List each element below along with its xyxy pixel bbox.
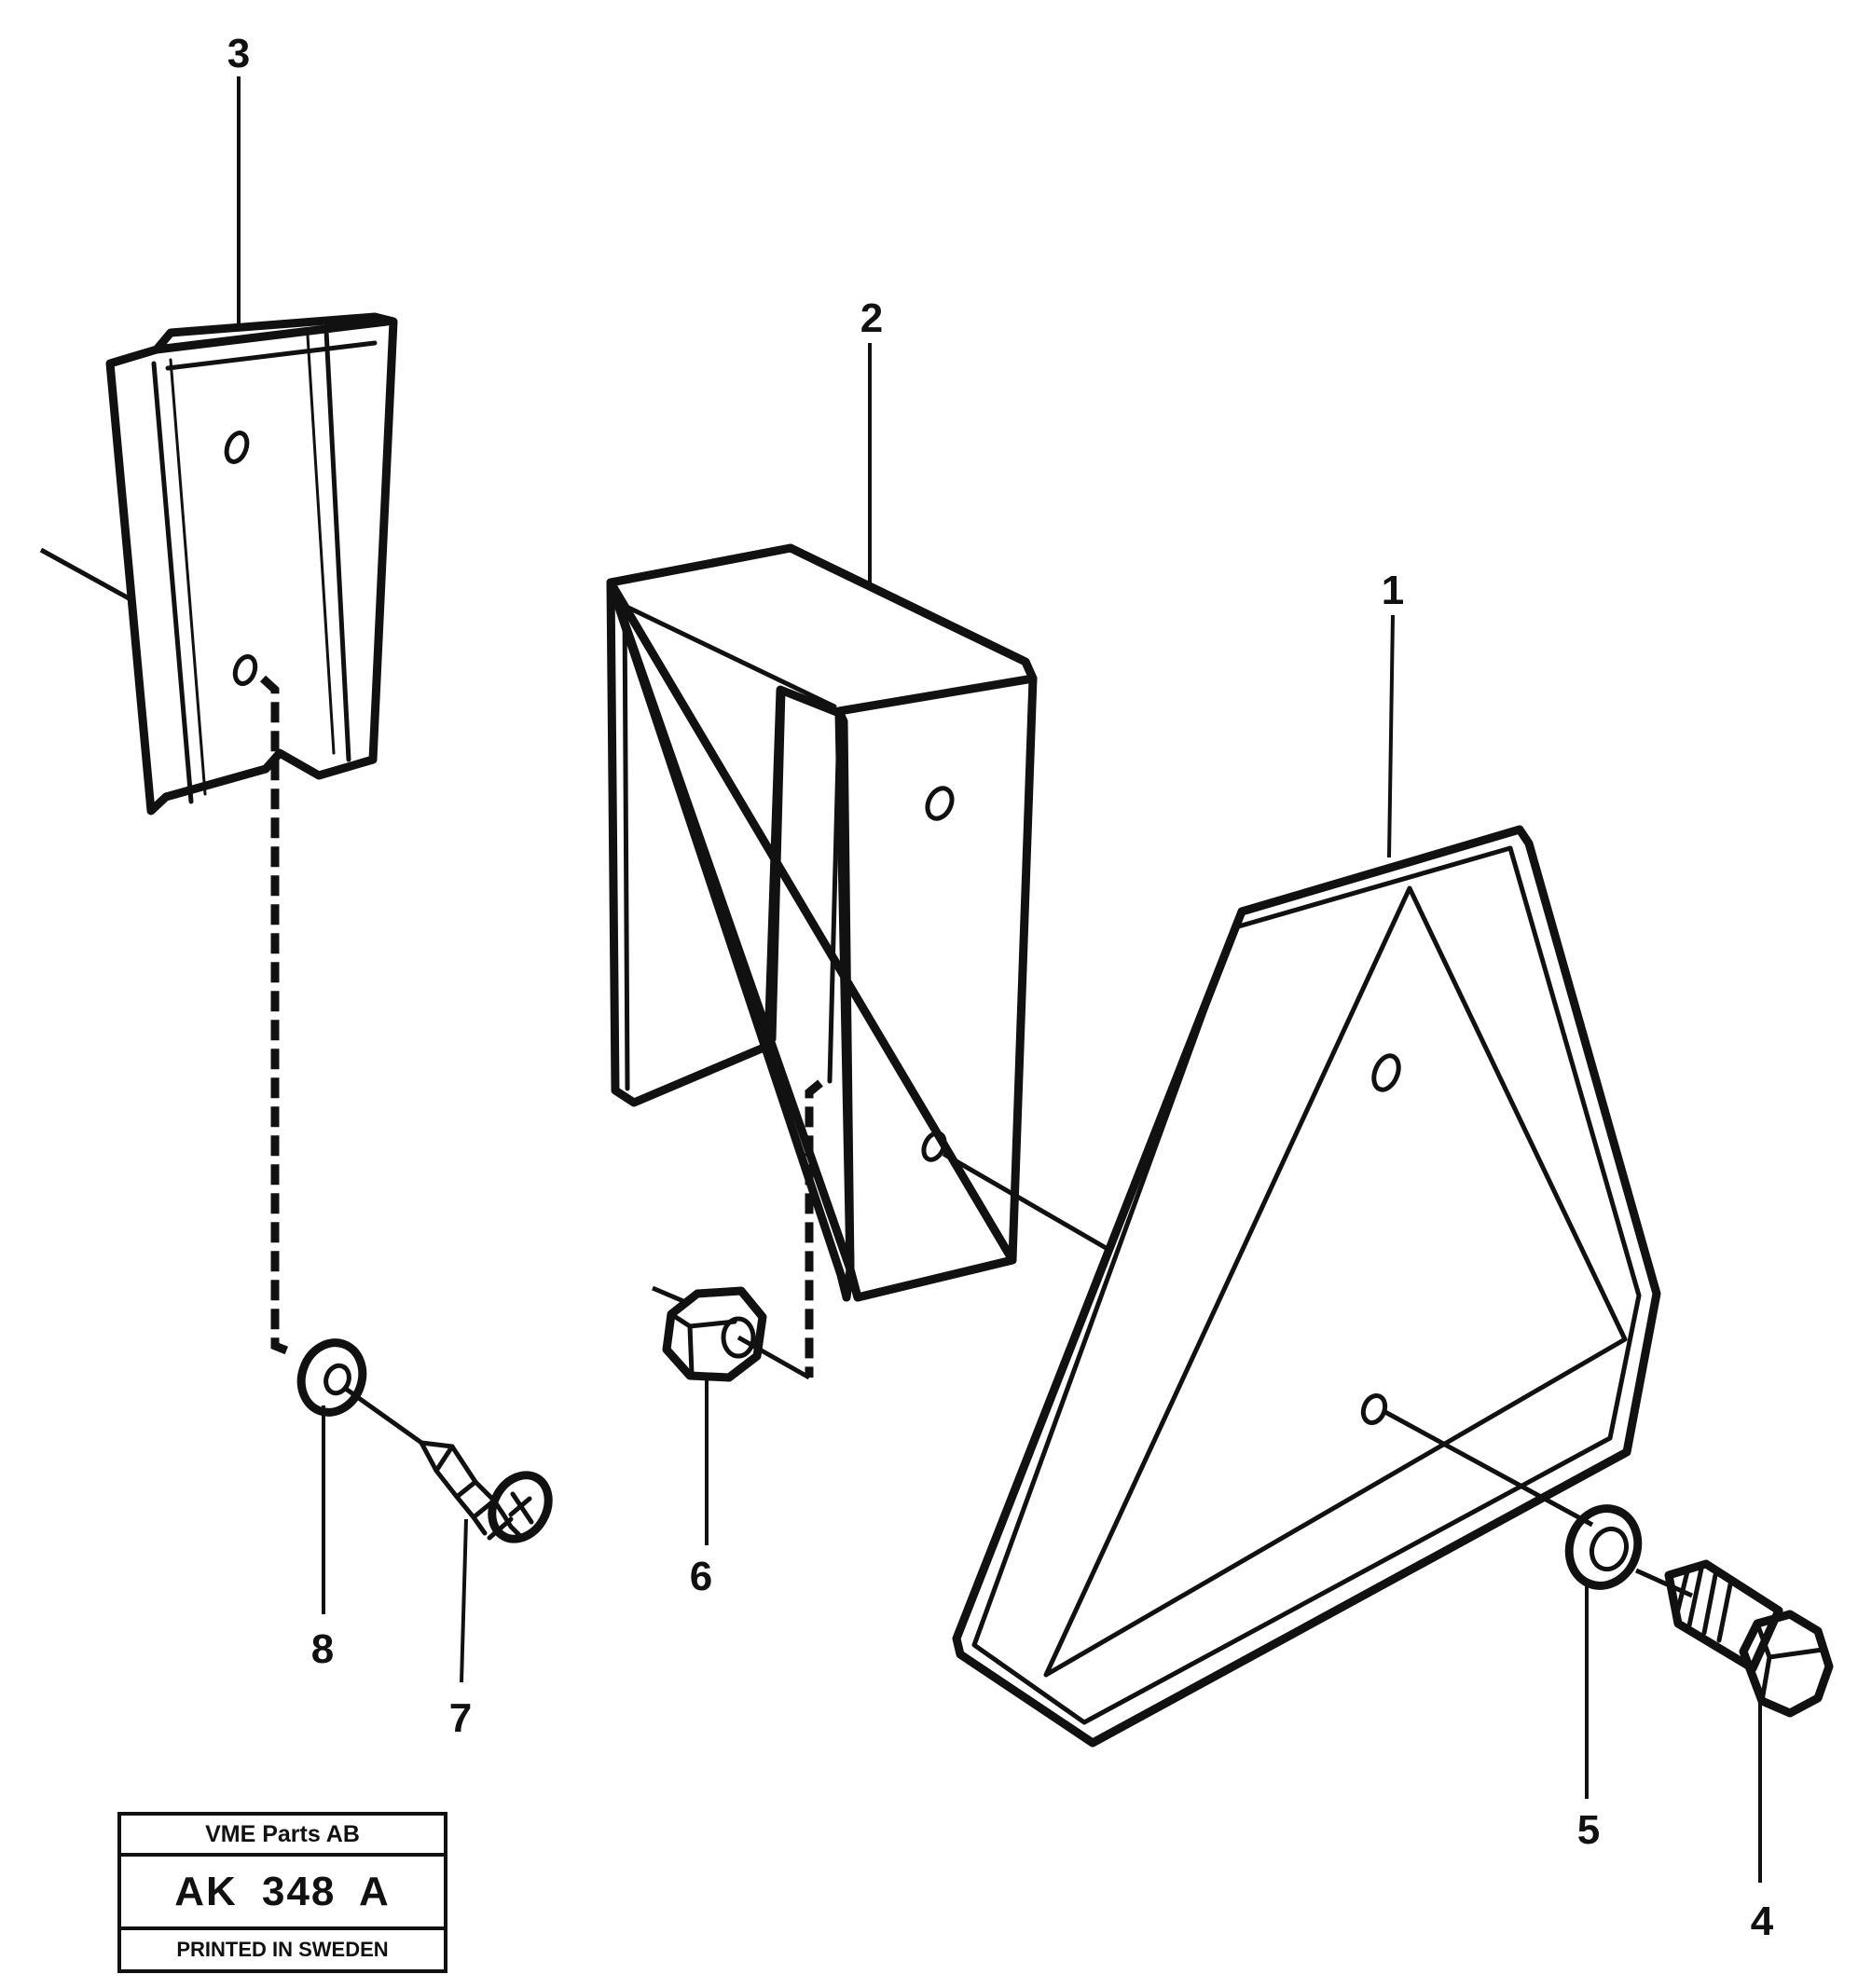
leader-1: [1387, 614, 1395, 858]
part-6-hex-nut: [652, 1285, 811, 1382]
title-block: VME Parts AB AK 348 A PRINTED IN SWEDEN: [117, 1812, 447, 1973]
title-block-drawing-code: AK 348 A: [121, 1857, 444, 1930]
part-7-screw: [419, 1440, 553, 1543]
callout-8: 8: [311, 1626, 334, 1672]
callout-numbers: 3 2 1 8 7 6 5 4: [227, 31, 1774, 1944]
callout-6: 6: [690, 1554, 712, 1599]
part-1-warning-triangle: [952, 825, 1661, 1748]
part-3-channel-rail: [39, 312, 398, 1358]
part-8-washer: [296, 1338, 426, 1447]
callout-7: 7: [449, 1695, 472, 1741]
leader-7: [460, 1518, 468, 1683]
callout-3: 3: [227, 31, 250, 76]
part-2-u-bracket: [606, 543, 1109, 1378]
title-block-company: VME Parts AB: [121, 1816, 444, 1857]
callout-5: 5: [1577, 1807, 1600, 1853]
title-block-printed: PRINTED IN SWEDEN: [176, 1938, 389, 1961]
callout-4: 4: [1751, 1899, 1774, 1944]
callout-2: 2: [860, 295, 883, 341]
callout-1: 1: [1382, 568, 1404, 613]
part-4-hex-bolt: [1664, 1559, 1834, 1718]
leader-lines: [237, 76, 1762, 1883]
